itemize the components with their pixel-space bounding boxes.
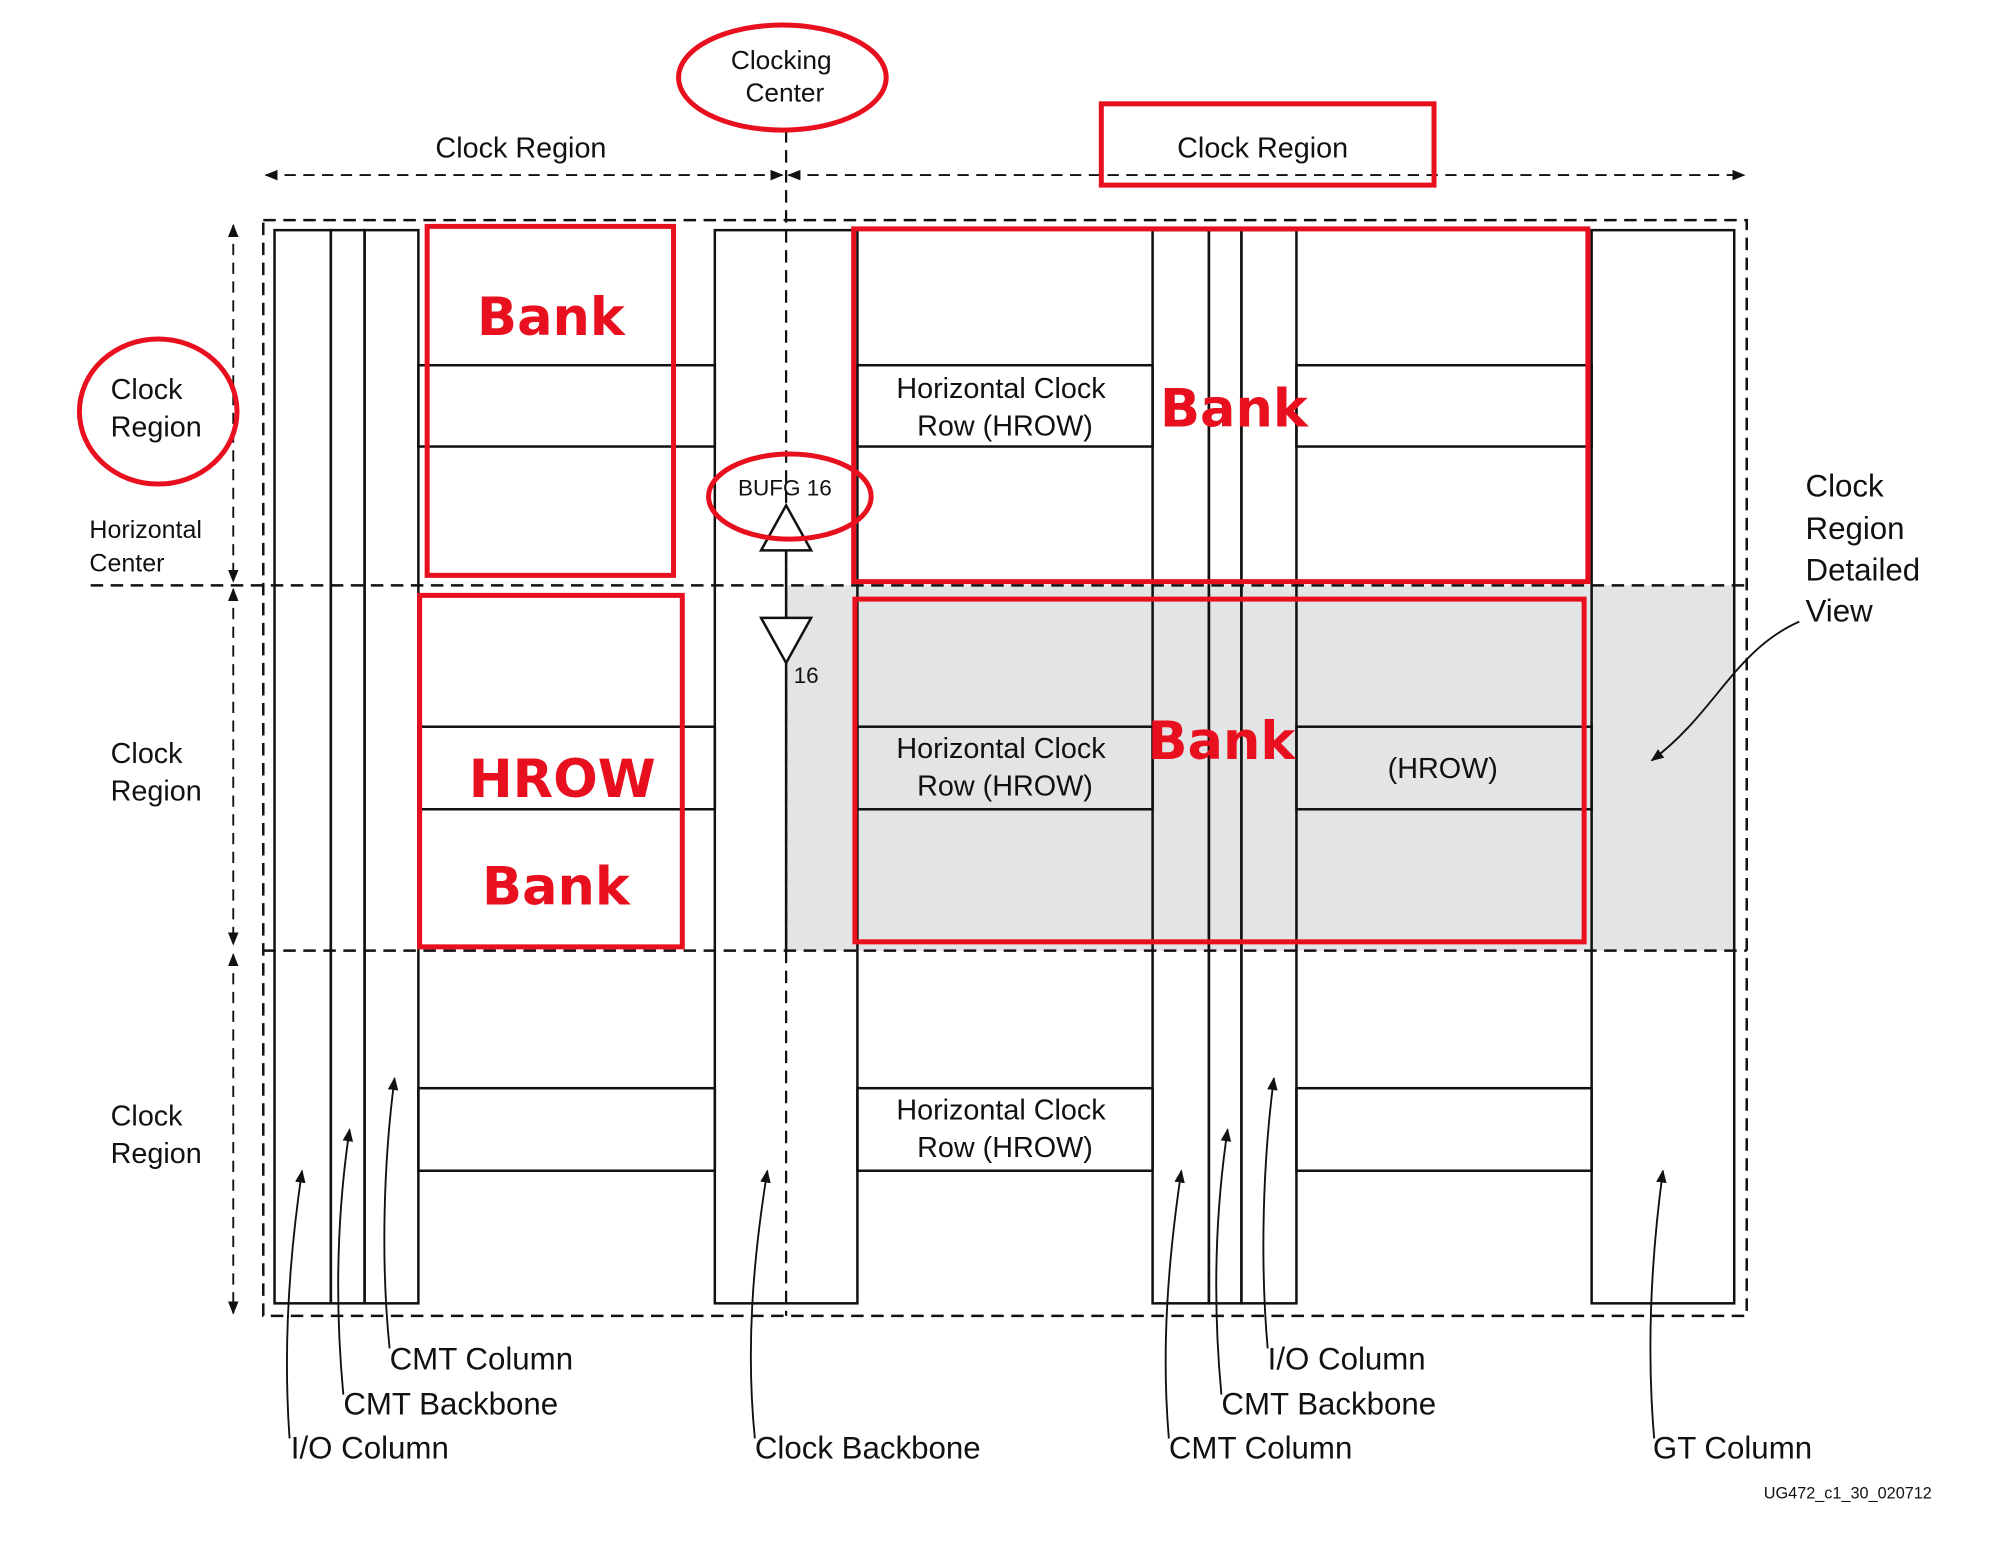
clocking-center-label: Clocking Center [731,45,839,108]
hrow-top-label: Horizontal Clock Row (HROW) [896,373,1113,443]
figure-id-label: UG472_c1_30_020712 [1764,1484,1932,1502]
cmt-column-right-pointer [1164,1169,1185,1439]
cmt-column-left [363,228,420,1305]
cmt-backbone-right-pointer [1215,1128,1232,1395]
clock-backbone-pointer [749,1169,771,1439]
bank-label-mid-right: Bank [1148,711,1297,772]
bufg-label: BUFG 16 [738,475,832,500]
io-column-right-label: I/O Column [1268,1342,1426,1377]
bank-box-mid-left [417,592,685,950]
bufg-circle [706,451,874,542]
detailed-view-pointer [1650,620,1800,762]
cmt-backbone-left-label: CMT Backbone [343,1387,558,1422]
detailed-region-shading [786,585,1735,951]
bank-label-mid-left: Bank [482,856,631,917]
clock-region-mid-label: Clock Region [111,738,202,808]
hrow-bot-label: Horizontal Clock Row (HROW) [896,1094,1113,1164]
red-annotations [76,22,1591,950]
horizontal-center-label: Horizontal Center [89,516,209,578]
io-column-left [273,228,333,1305]
clock-region-highlight-box [1098,101,1437,188]
io-column-left-label: I/O Column [291,1430,449,1465]
bank-box-top-right [851,226,1591,585]
cmt-column-left-pointer [383,1076,399,1349]
bufg-output-triangle [758,616,814,666]
cmt-column-left-label: CMT Column [390,1342,573,1377]
gt-column-label: GT Column [1653,1430,1812,1465]
bus-width-label: 16 [794,663,819,688]
clock-region-circle [76,336,240,487]
clock-backbone-label: Clock Backbone [755,1430,981,1465]
clock-region-bot-label: Clock Region [111,1101,202,1171]
clock-region-right-label: Clock Region [1177,133,1348,165]
clocking-center-circle [676,22,889,133]
bank-box-mid-right [852,596,1587,945]
hrow-bands [417,363,1593,1172]
hrow-mid-right-label: (HROW) [1388,753,1498,785]
cmt-backbone-right-label: CMT Backbone [1221,1387,1436,1422]
io-column-right-pointer [1262,1076,1278,1349]
bank-box-top-left [424,223,677,578]
gt-column-pointer [1649,1169,1667,1439]
clock-region-top-label: Clock Region [111,374,202,444]
clock-region-detailed-view-label: Clock Region Detailed View [1806,469,1929,629]
device-boundary [262,218,1748,1318]
bank-label-top-right: Bank [1160,379,1309,440]
clock-region-left-label: Clock Region [435,133,606,165]
io-column-left-pointer [285,1169,306,1439]
cmt-column-right-label: CMT Column [1169,1430,1352,1465]
hrow-red-label: HROW [469,749,656,810]
hrow-mid-label: Horizontal Clock Row (HROW) [896,733,1113,803]
bufg-triangle [758,502,814,552]
bank-label-top-left: Bank [477,287,626,348]
cmt-backbone-left-pointer [337,1128,354,1395]
